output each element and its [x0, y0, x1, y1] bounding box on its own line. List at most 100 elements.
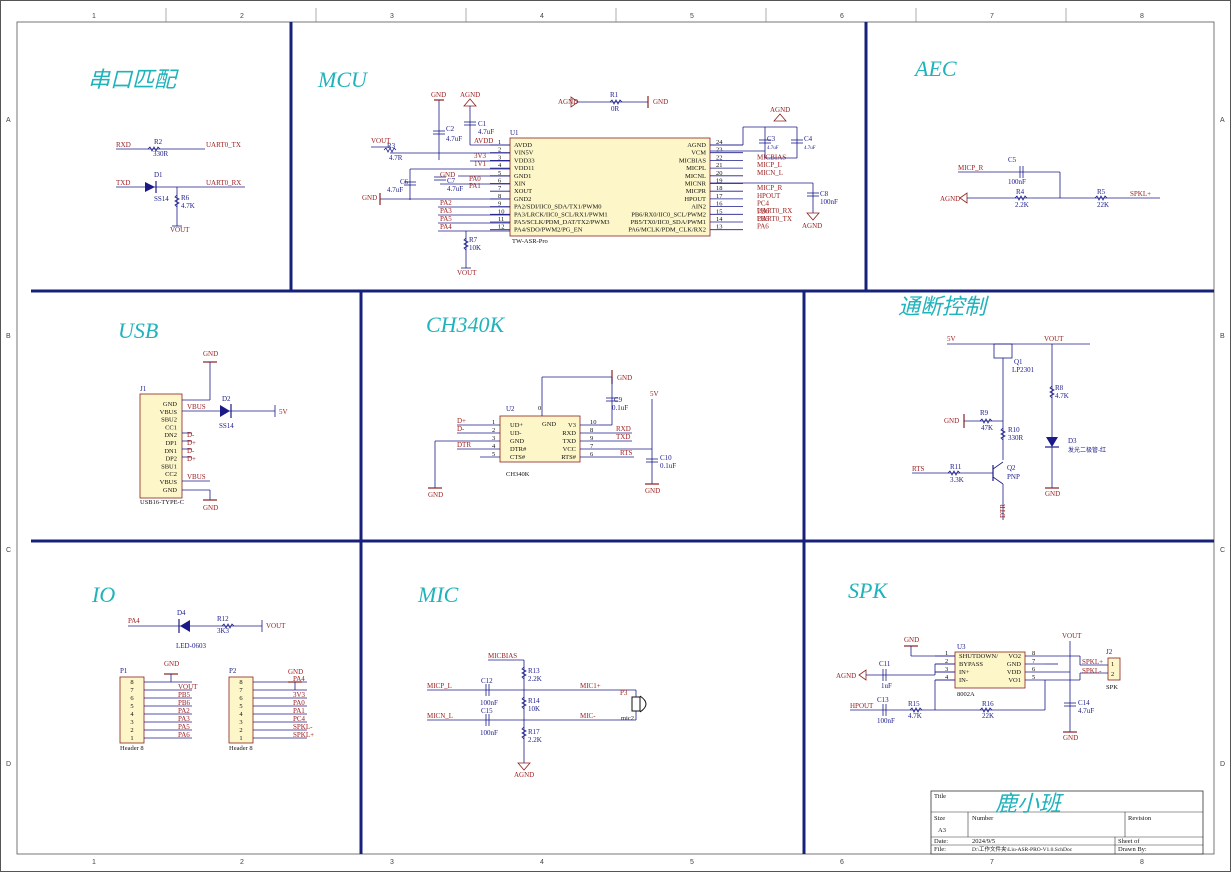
u1-right-pin-number: 15	[716, 208, 723, 215]
io-section: PA4 D4 LED-0603 R12 3K3 VOUT P1 Header 8…	[119, 609, 314, 752]
u2-right-pin-name: V3	[568, 422, 576, 429]
j1-pins-pin-name: VBUS	[160, 409, 178, 416]
u1-right-net-label: PA6	[757, 223, 769, 231]
section-title-power: 通断控制	[898, 294, 989, 319]
net-label-spkl-plus: SPKL+	[1130, 190, 1151, 198]
ref-r5: R5	[1097, 188, 1106, 196]
zone-col-7-bottom: 7	[990, 859, 994, 866]
ref-r13: R13	[528, 667, 540, 675]
u1-left-pin-number: 6	[498, 178, 502, 185]
value-c6: 4.7uF	[387, 186, 403, 194]
zone-col-8-bottom: 8	[1140, 859, 1144, 866]
j2-pin-1: 1	[1111, 661, 1114, 668]
p1-pins-net-label: PA6	[178, 731, 190, 739]
net-label-pa1: PA1	[469, 182, 481, 190]
u3-left-pin-name: BYPASS	[959, 661, 983, 668]
u1-right-net-label: MICP_L	[757, 161, 782, 169]
net-label-1v1: 1V1	[474, 160, 487, 168]
net-label-txd: TXD	[116, 179, 130, 187]
p1-pins-pin-number: 1	[130, 735, 133, 742]
u1-right-pin-number: 20	[716, 170, 723, 177]
power-label-gnd-usb-top: GND	[203, 350, 218, 358]
header-p2	[228, 676, 254, 744]
ref-u1: U1	[510, 129, 519, 137]
u1-right-pin-number: 17	[716, 193, 723, 200]
u1-left-pin-number: 4	[498, 162, 502, 169]
power-section: 5V Q1 LP2301 VOUT R8 4.7K D3 发光二极管-红 GND…	[912, 335, 1106, 520]
ref-r15: R15	[908, 700, 920, 708]
net-label-pa0: PA0	[469, 175, 481, 183]
ref-r3: R3	[387, 142, 396, 150]
power-label-gnd-ch340-left: GND	[428, 491, 443, 499]
j1-pins-pin-name: SBU1	[161, 463, 177, 470]
net-label-txd-ch340: TXD	[616, 433, 630, 441]
u3-left-pin-number: 3	[945, 666, 948, 673]
uart-section: RXD R2 330R UART0_TX TXD D1 SS14 R6 4.7K…	[116, 138, 245, 234]
u1-right-net-label: HPOUT	[757, 192, 781, 200]
u2-left-pin-number: 2	[492, 427, 495, 434]
u3-right-pin-number: 8	[1032, 650, 1035, 657]
p1-pins-net-label: PB6	[178, 699, 191, 707]
zone-col-5: 5	[690, 13, 694, 20]
resistor-r11	[947, 470, 961, 476]
ref-r6: R6	[181, 194, 190, 202]
zone-col-3: 3	[390, 13, 394, 20]
u1-left-pin-name: AVDD	[514, 142, 532, 149]
p1-pins-pin-number: 6	[130, 695, 134, 702]
value-r14: 10K	[528, 705, 540, 713]
p1-pins-pin-number: 5	[130, 703, 133, 710]
value-u2: CH340K	[506, 471, 530, 478]
u1-left-pin-number: 12	[498, 224, 505, 231]
section-separators	[31, 22, 1214, 854]
u3-right-pin-number: 6	[1032, 666, 1036, 673]
u1-left-pin-number: 8	[498, 193, 501, 200]
net-label-dtr-switch: DTR	[999, 504, 1007, 518]
value-r6: 4.7K	[181, 202, 195, 210]
u2-left-pin-name: UD+	[510, 422, 523, 429]
drawing-border	[16, 21, 1215, 855]
p2-pins-pin-number: 7	[239, 687, 243, 694]
net-label-dtr: DTR	[457, 441, 471, 449]
p2-pins-pin-number: 2	[239, 727, 242, 734]
net-label-vbus: VBUS	[187, 403, 206, 411]
j1-pins-pin-name: GND	[163, 487, 177, 494]
resistor-r17	[521, 726, 527, 740]
zone-col-3-bottom: 3	[390, 859, 394, 866]
ref-d3: D3	[1068, 437, 1077, 445]
net-label-rxd: RXD	[116, 141, 131, 149]
u1-left-pin-name: PA3/LRCK/IIC0_SCL/RX1/PWM1	[514, 211, 608, 218]
resistor-r1	[609, 99, 623, 105]
value-r10: 330R	[1008, 434, 1024, 442]
net-label-uart0-tx: UART0_TX	[206, 141, 241, 149]
section-title-spk: SPK	[848, 578, 888, 603]
value-c8: 100nF	[820, 198, 838, 206]
u1-right-pin-number: 19	[716, 178, 723, 185]
u1-right-pin-name: MICPR	[686, 188, 707, 195]
u1-right-pin-name: PB5/TX0/IIC0_SDA/PWM1	[631, 219, 706, 226]
resistor-r4	[1014, 195, 1028, 201]
net-label-usb-d-plus-2: D+	[187, 455, 196, 463]
power-label-vout-switch: VOUT	[1044, 335, 1064, 343]
ref-c11: C11	[879, 660, 891, 668]
u3-right-pin-name: VO2	[1008, 653, 1021, 660]
ref-q2: Q2	[1007, 464, 1016, 472]
zone-row-d-right: D	[1220, 761, 1225, 768]
u1-left-pin-name: PA2/SDI/IIC0_SDA/TX1/PWM0	[514, 204, 602, 211]
ref-c3: C3	[767, 135, 776, 143]
u1-right-pin-number: 14	[716, 216, 723, 223]
power-label-vout-mcu: VOUT	[371, 137, 391, 145]
u3-left-pin-name: SHUTDOWN/	[959, 653, 998, 660]
p1-pins-net-label: PB5	[178, 691, 191, 699]
power-label-vout-bot: VOUT	[457, 269, 477, 277]
mic-section: MICBIAS R13 2.2K MICP_L C12 100nF MIC1+ …	[427, 652, 647, 779]
p1-pins-net-label: PA5	[178, 723, 190, 731]
connector-j2	[1107, 657, 1121, 681]
power-label-vout-led: VOUT	[266, 622, 286, 630]
u2-right-pin-number: 10	[590, 419, 597, 426]
zone-columns-top: 1 2 3 4 5 6 7 8	[92, 8, 1144, 22]
